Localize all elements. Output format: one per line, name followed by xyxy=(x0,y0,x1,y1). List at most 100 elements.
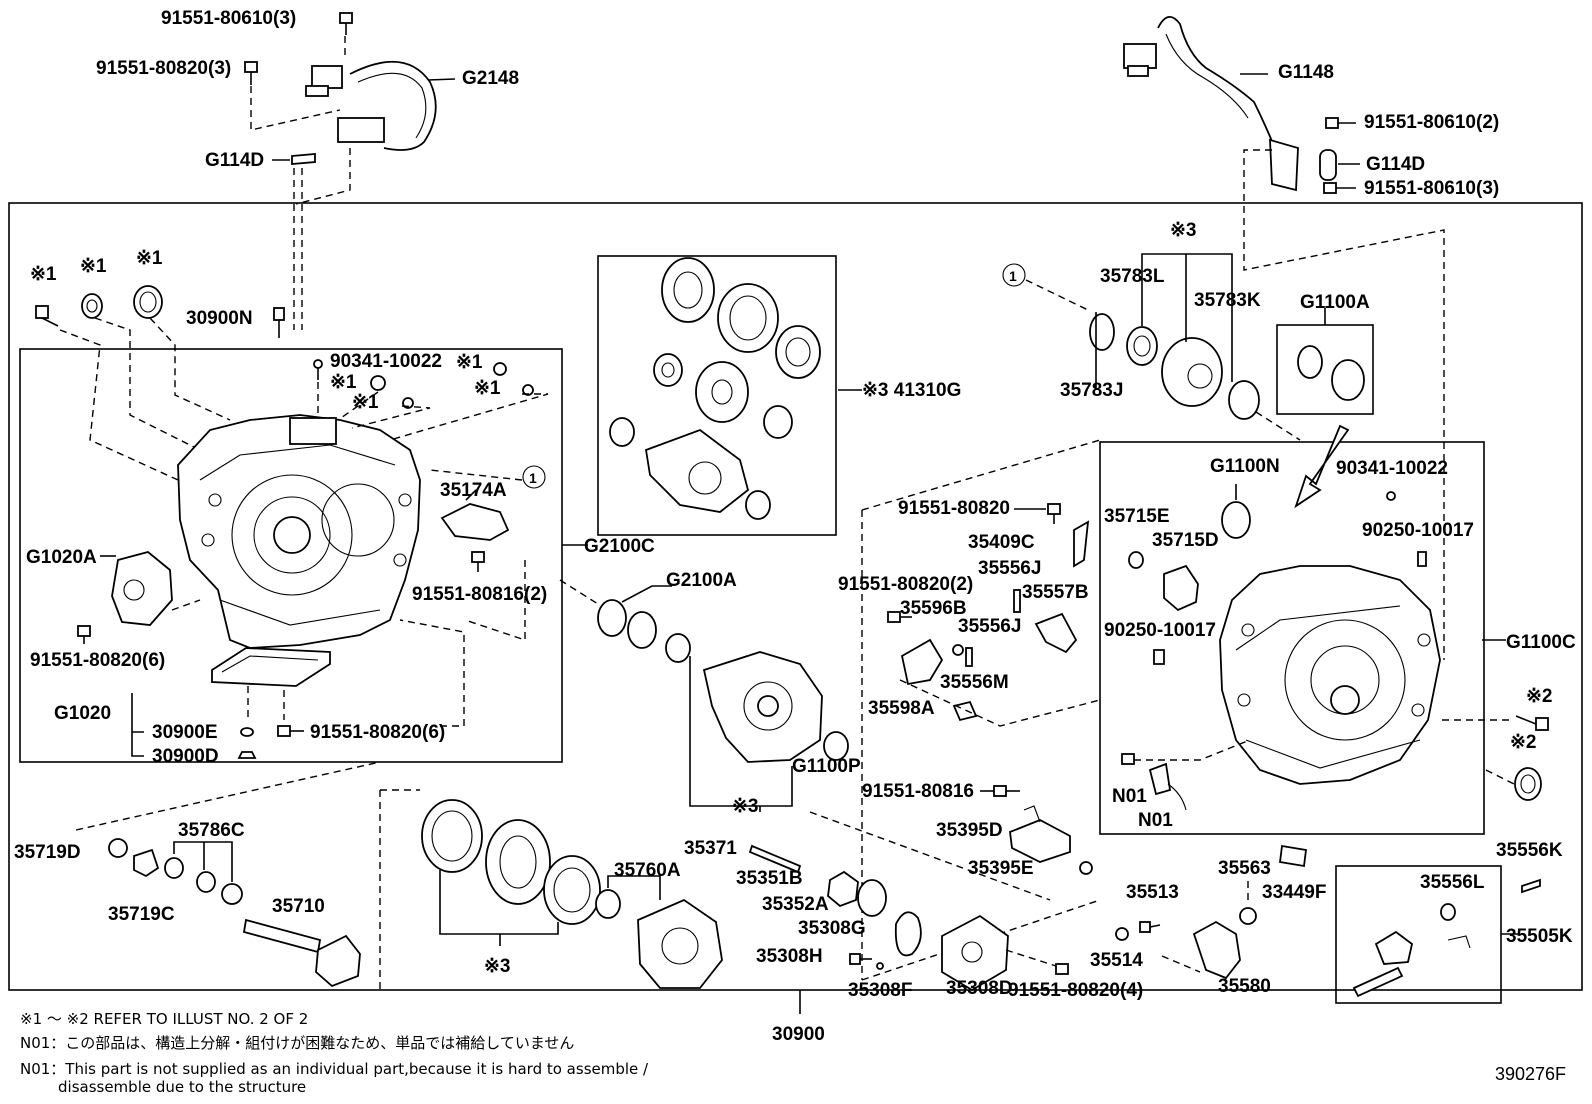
label-ref1-a: ※1 xyxy=(30,264,57,285)
label-circle-1-left: 1 xyxy=(529,470,537,486)
clip-G114D-right xyxy=(1319,149,1337,181)
clip-G114D-left xyxy=(291,153,316,165)
oring-35395E xyxy=(1079,861,1093,875)
race-inner xyxy=(543,855,601,925)
label-41310G: ※3 41310G xyxy=(862,380,961,401)
oring-35715E xyxy=(1128,551,1144,569)
label-35557B: 35557B xyxy=(1022,582,1089,603)
washer-ref1-f xyxy=(402,397,414,409)
label-35505K: 35505K xyxy=(1506,926,1573,947)
circle-ref-1-right xyxy=(1002,263,1026,287)
shaft-35371 xyxy=(748,844,802,874)
label-30900: 30900 xyxy=(772,1024,825,1045)
case-group-frame xyxy=(1099,441,1485,835)
pawl-35352A xyxy=(857,879,887,917)
label-91551-80820-6-b: 91551-80820(6) xyxy=(310,722,445,743)
bearing-35783K xyxy=(1228,380,1260,420)
plug-90341-10022-left xyxy=(313,359,323,380)
label-G2148: G2148 xyxy=(462,68,519,89)
footnote-refer: ※1 ～ ※2 REFER TO ILLUST NO. 2 OF 2 xyxy=(20,1010,309,1028)
label-90341-10022-right: 90341-10022 xyxy=(1336,458,1448,479)
bolt-91551-80820-2 xyxy=(887,611,912,623)
washer-b xyxy=(196,871,216,893)
label-90250-10017-a: 90250-10017 xyxy=(1362,520,1474,541)
pin-35556J-a xyxy=(1013,589,1021,613)
label-G1148: G1148 xyxy=(1278,62,1334,83)
bearing-35719C xyxy=(133,848,160,878)
gear-ref3-top xyxy=(1161,337,1223,407)
label-35783L: 35783L xyxy=(1100,266,1165,287)
label-35715E: 35715E xyxy=(1104,506,1170,527)
label-G2100A: G2100A xyxy=(666,570,737,591)
sensor-35395D xyxy=(1009,805,1071,863)
label-35719D: 35719D xyxy=(14,842,81,863)
lever-35596B xyxy=(900,638,944,686)
label-91551-80820-2: 91551-80820(2) xyxy=(838,574,973,595)
label-35308H: 35308H xyxy=(756,946,823,967)
oring-35563 xyxy=(1239,907,1257,925)
label-30900D: 30900D xyxy=(152,746,219,767)
label-G114D-left: G114D xyxy=(205,150,264,171)
label-G1100P: G1100P xyxy=(792,756,861,777)
plug-90341-10022-right xyxy=(1386,491,1396,501)
label-G1020: G1020 xyxy=(54,703,111,724)
drawing-number: 390276F xyxy=(1494,1064,1566,1084)
label-35596B: 35596B xyxy=(900,598,967,619)
label-91551-80820-a: 91551-80820 xyxy=(898,498,1010,519)
washer-a xyxy=(164,857,184,879)
label-G114D-right: G114D xyxy=(1366,154,1425,175)
label-90250-10017-b: 90250-10017 xyxy=(1104,620,1216,641)
spring-35308G xyxy=(894,911,922,957)
bearing-roller xyxy=(485,819,551,905)
race-outer xyxy=(421,799,483,873)
seal-ref1-b xyxy=(81,293,103,319)
gear-35760A xyxy=(637,898,723,989)
bolt-35308H xyxy=(849,953,872,965)
kit-41310G-frame xyxy=(597,255,837,536)
clip-33449F xyxy=(1278,844,1308,868)
label-G1100A: G1100A xyxy=(1300,292,1370,313)
bearing-inner xyxy=(665,633,691,663)
assembly-frame xyxy=(8,202,1583,991)
label-33449F: 33449F xyxy=(1262,882,1326,903)
bolt-ref1-a xyxy=(35,305,59,327)
washer-c xyxy=(221,883,243,905)
label-35786C: 35786C xyxy=(178,820,245,841)
bolt-91551-80820-a xyxy=(1047,503,1061,524)
label-35710: 35710 xyxy=(272,896,325,917)
label-35409C: 35409C xyxy=(968,532,1035,553)
pin-90250-10017-b xyxy=(1153,649,1165,665)
label-90341-10022-left: 90341-10022 xyxy=(330,351,442,372)
housing-group-frame xyxy=(19,348,563,763)
bolt-35513 xyxy=(1139,921,1161,933)
label-91551-80816-2: 91551-80816(2) xyxy=(412,584,547,605)
harness-G1148 xyxy=(1123,16,1299,192)
label-G1100N: G1100N xyxy=(1210,456,1280,477)
pin-35556M xyxy=(952,644,964,656)
oring-30900E xyxy=(240,727,254,737)
bearing-outer xyxy=(627,611,657,649)
label-35563: 35563 xyxy=(1218,858,1271,879)
harness-G2148 xyxy=(305,60,456,151)
bolt-ref1-d xyxy=(493,362,507,376)
label-91551-80820-4: 91551-80820(4) xyxy=(1008,980,1143,1001)
washer-ref1-e xyxy=(370,375,386,391)
label-35174A: 35174A xyxy=(440,480,507,501)
footnote-n01-english-2: disassemble due to the structure xyxy=(58,1078,307,1096)
label-G2100C: G2100C xyxy=(584,536,655,557)
label-35715D: 35715D xyxy=(1152,530,1219,551)
pin-35556J-b xyxy=(965,647,973,667)
sensor-N01-b xyxy=(1148,762,1187,811)
bearing-35783L xyxy=(1126,326,1158,366)
footnote-n01-japanese: N01：この部品は、構造上分解・組付けが困難なため、単品では補給していません xyxy=(20,1034,575,1052)
pin-90250-10017-a xyxy=(1417,551,1427,567)
label-G1100C: G1100C xyxy=(1506,632,1576,653)
pin-35308F xyxy=(876,962,884,970)
label-35556M: 35556M xyxy=(940,672,1009,693)
circle-ref-1-left xyxy=(522,465,546,489)
label-N01-a: N01 xyxy=(1112,786,1147,807)
cover-G1020A xyxy=(111,551,173,626)
kit-41310G-parts xyxy=(609,257,821,520)
kit-35505K-parts xyxy=(1352,903,1471,998)
